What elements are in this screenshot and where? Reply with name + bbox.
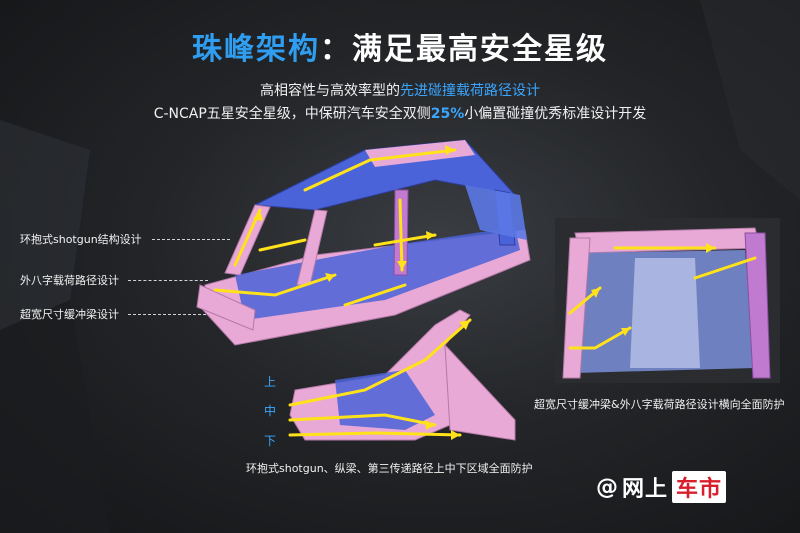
subtitle-line-2: C-NCAP五星安全星级，中保研汽车安全双侧25%小偏置碰撞优秀标准设计开发 bbox=[0, 103, 800, 123]
level-label-bottom: 下 bbox=[263, 434, 276, 448]
top-view-illustration bbox=[555, 218, 780, 383]
watermark-part1: 网上 bbox=[622, 477, 669, 502]
watermark-logo: @ 网上 车市 bbox=[596, 470, 727, 504]
title-part2: 满足最高安全星级 bbox=[352, 32, 608, 67]
subtitle-line-1: 高相容性与高效率型的先进碰撞载荷路径设计 bbox=[0, 80, 800, 100]
watermark-at: @ bbox=[596, 474, 618, 500]
right-caption: 超宽尺寸缓冲梁&外八字载荷路径设计横向全面防护 bbox=[534, 398, 785, 411]
callout-bumper-beam: 超宽尺寸缓冲梁设计 bbox=[20, 308, 119, 321]
callout-load-path: 外八字载荷路径设计 bbox=[20, 274, 119, 287]
side-detail-illustration bbox=[288, 309, 516, 441]
subtitle1-highlight: 先进碰撞载荷路径设计 bbox=[400, 83, 540, 99]
title-separator: ： bbox=[320, 32, 352, 67]
subtitle2-highlight: 25% bbox=[430, 106, 465, 122]
callout-shotgun: 环抱式shotgun结构设计 bbox=[20, 233, 142, 246]
bottom-caption: 环抱式shotgun、纵梁、第三传递路径上中下区域全面防护 bbox=[246, 462, 533, 475]
callout-load-path-leader bbox=[128, 280, 208, 281]
callout-bumper-beam-leader bbox=[128, 314, 206, 315]
subtitle1-prefix: 高相容性与高效率型的 bbox=[260, 83, 400, 99]
title-part1: 珠峰架构 bbox=[192, 32, 320, 67]
watermark-part2: 车市 bbox=[672, 471, 727, 503]
subtitle2-suffix: 小偏置碰撞优秀标准设计开发 bbox=[464, 106, 647, 122]
level-label-middle: 中 bbox=[263, 404, 276, 418]
page-title: 珠峰架构：满足最高安全星级 bbox=[0, 24, 800, 68]
car-body-illustration bbox=[196, 139, 531, 346]
callout-shotgun-leader bbox=[152, 239, 230, 240]
subtitle2-prefix: C-NCAP五星安全星级，中保研汽车安全双侧 bbox=[153, 106, 431, 122]
level-label-top: 上 bbox=[263, 375, 276, 389]
